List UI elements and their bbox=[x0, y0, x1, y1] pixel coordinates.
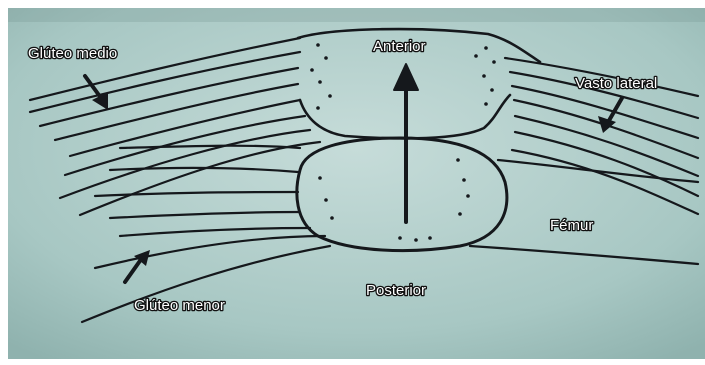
label-vasto-lateral: Vasto lateral bbox=[575, 75, 657, 92]
label-femur: Fémur bbox=[550, 217, 593, 234]
label-gluteo-medio: Glúteo medio bbox=[28, 45, 117, 62]
label-anterior: Anterior bbox=[373, 38, 426, 55]
label-gluteo-menor: Glúteo menor bbox=[134, 297, 225, 314]
paper-shadow-strip bbox=[8, 8, 705, 22]
label-posterior: Posterior bbox=[366, 282, 426, 299]
